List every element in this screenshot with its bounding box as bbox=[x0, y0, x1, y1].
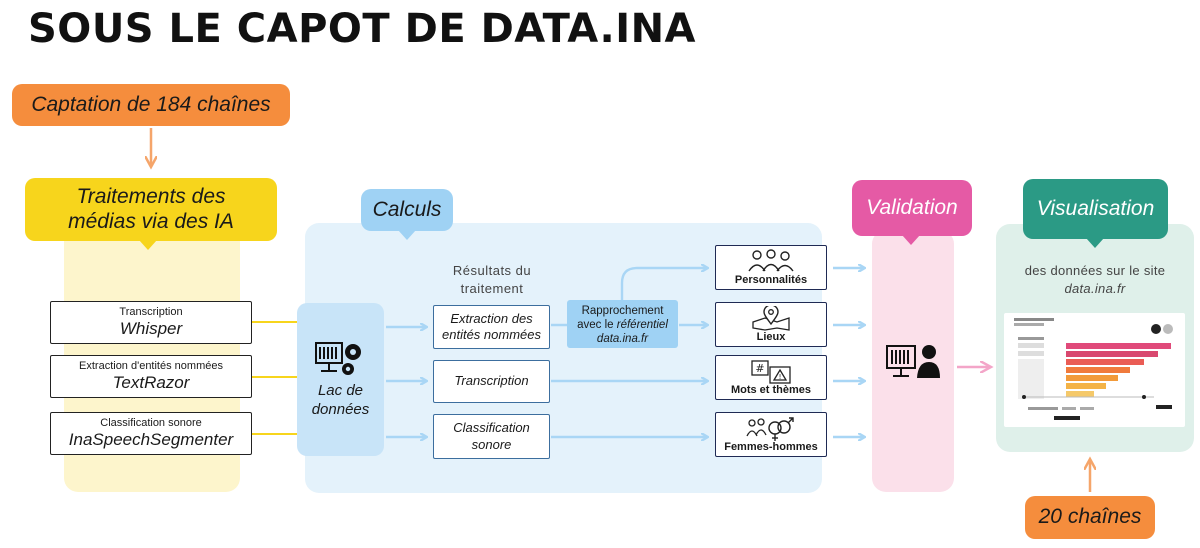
source-category: Classification sonore bbox=[100, 417, 202, 429]
visualisation-description: des données sur le site data.ina.fr bbox=[996, 262, 1194, 298]
people-icon bbox=[748, 249, 794, 272]
resultats-label: Résultats du traitement bbox=[452, 263, 532, 297]
traitements-label: Traitements des médias via des IA bbox=[68, 185, 234, 233]
source-whisper: Transcription Whisper bbox=[50, 301, 252, 344]
server-person-icon bbox=[886, 345, 940, 378]
thumbnail-graphic bbox=[1014, 318, 1173, 420]
result-classification: Classification sonore bbox=[433, 414, 550, 459]
source-textrazor: Extraction d'entités nommées TextRazor bbox=[50, 355, 252, 398]
svg-text:#: # bbox=[755, 362, 764, 375]
source-category: Extraction d'entités nommées bbox=[79, 360, 223, 372]
output-lieux: Lieux bbox=[715, 302, 827, 347]
rapprochement-line3: data.ina.fr bbox=[596, 333, 649, 346]
lac-de-donnees bbox=[297, 303, 384, 456]
lac-label: Lac de données bbox=[311, 382, 370, 418]
visualisation-tag: Visualisation bbox=[1023, 179, 1168, 239]
visualisation-site: data.ina.fr bbox=[1064, 281, 1126, 297]
traitements-tag: Traitements des médias via des IA bbox=[25, 178, 277, 241]
20-chaines-tag: 20 chaînes bbox=[1025, 496, 1155, 539]
visualisation-pointer bbox=[1086, 238, 1104, 248]
result-extraction: Extraction des entités nommées bbox=[433, 305, 550, 349]
page-title: SOUS LE CAPOT DE DATA.INA bbox=[28, 6, 697, 52]
source-tool: Whisper bbox=[119, 319, 183, 338]
validation-pointer bbox=[902, 235, 920, 245]
calculs-pointer bbox=[398, 230, 416, 240]
output-mots-et-themes: # ! Mots et thèmes bbox=[715, 355, 827, 400]
validation-panel bbox=[872, 230, 954, 492]
source-category: Transcription bbox=[119, 306, 183, 318]
result-transcription: Transcription bbox=[433, 360, 550, 403]
output-personnalites: Personnalités bbox=[715, 245, 827, 290]
visualisation-line1: des données sur le site bbox=[1024, 263, 1166, 278]
source-tool: TextRazor bbox=[112, 373, 190, 392]
hashtag-warning-icon: # ! bbox=[751, 360, 791, 384]
output-label: Femmes-hommes bbox=[724, 441, 818, 453]
validation-tag: Validation bbox=[852, 180, 972, 236]
output-label: Mots et thèmes bbox=[730, 384, 812, 396]
output-femmes-hommes: Femmes-hommes bbox=[715, 412, 827, 457]
map-pin-icon bbox=[752, 306, 790, 331]
rapprochement-line1: Rapprochement bbox=[581, 305, 664, 317]
calculs-tag: Calculs bbox=[361, 189, 453, 231]
source-inaspeechsegmenter: Classification sonore InaSpeechSegmenter bbox=[50, 412, 252, 455]
captation-tag: Captation de 184 chaînes bbox=[12, 84, 290, 126]
gender-icon bbox=[746, 417, 794, 441]
output-label: Personnalités bbox=[734, 274, 808, 286]
output-label: Lieux bbox=[756, 331, 786, 343]
traitements-pointer bbox=[139, 240, 157, 250]
rapprochement-box: Rapprochement avec le référentiel data.i… bbox=[567, 300, 678, 348]
site-screenshot-thumbnail bbox=[1004, 313, 1185, 427]
source-tool: InaSpeechSegmenter bbox=[68, 430, 234, 449]
server-gears-icon bbox=[315, 342, 361, 375]
rapprochement-line2: avec le référentiel bbox=[577, 319, 668, 332]
svg-text:!: ! bbox=[779, 373, 782, 381]
